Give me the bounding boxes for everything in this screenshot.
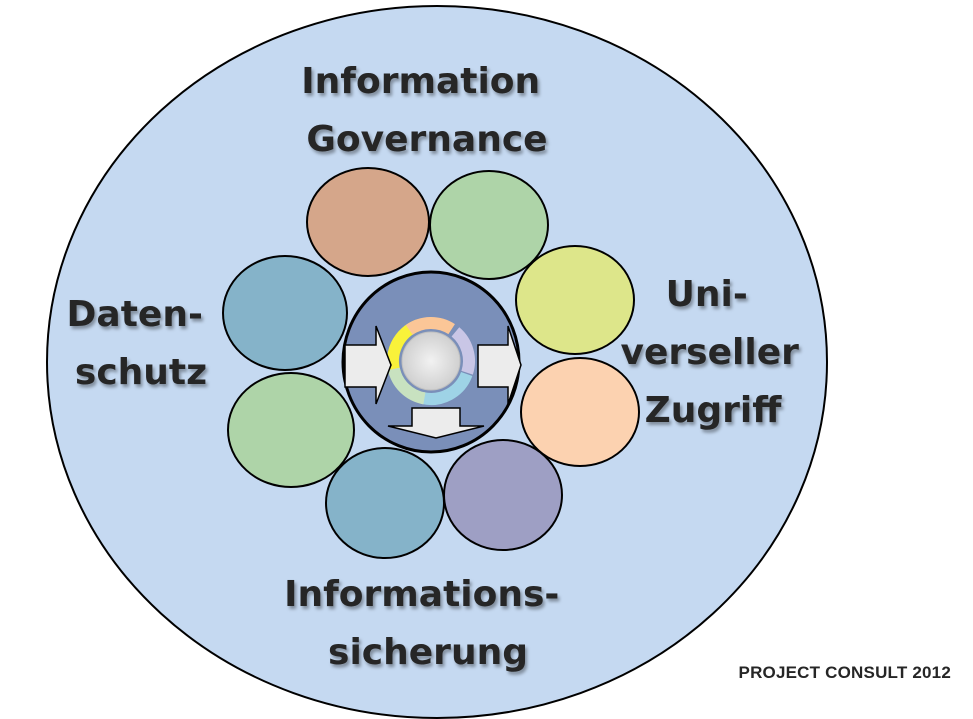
label-information-governance: Information Governance <box>301 61 552 160</box>
arrow-icons <box>344 325 522 439</box>
petal-left-lower <box>227 372 355 488</box>
label-left-line-1: Daten- <box>67 294 203 335</box>
petal-ring <box>222 167 640 559</box>
petal-right-upper <box>515 245 635 355</box>
petal-bottom-left <box>325 447 445 559</box>
label-left-line-2: schutz <box>75 352 207 393</box>
label-top-line-2: Governance <box>306 119 547 160</box>
petal-left-upper <box>222 255 348 371</box>
copyright-credit: PROJECT CONSULT 2012 <box>738 663 951 682</box>
arrow-right-out-icon <box>477 325 522 405</box>
cycle-ring-icon <box>387 317 475 405</box>
label-datenschutz: Daten- schutz <box>67 294 216 393</box>
petal-bottom-right <box>443 439 563 551</box>
petal-right-lower <box>520 357 640 467</box>
label-right-line-1: Uni- <box>666 274 748 315</box>
arrow-down-out-icon <box>387 407 485 439</box>
label-top-line-1: Information <box>301 61 540 102</box>
petal-top-right <box>429 170 549 280</box>
label-right-line-3: Zugriff <box>645 390 783 431</box>
label-bottom-line-2: sicherung <box>328 632 528 673</box>
petal-top-left <box>306 167 430 277</box>
label-bottom-line-1: Informations- <box>284 574 559 615</box>
label-universeller-zugriff: Uni- verseller Zugriff <box>621 274 812 431</box>
arrow-left-in-icon <box>344 325 392 405</box>
label-informationssicherung: Informations- sicherung <box>284 574 572 673</box>
label-right-line-2: verseller <box>621 332 800 373</box>
